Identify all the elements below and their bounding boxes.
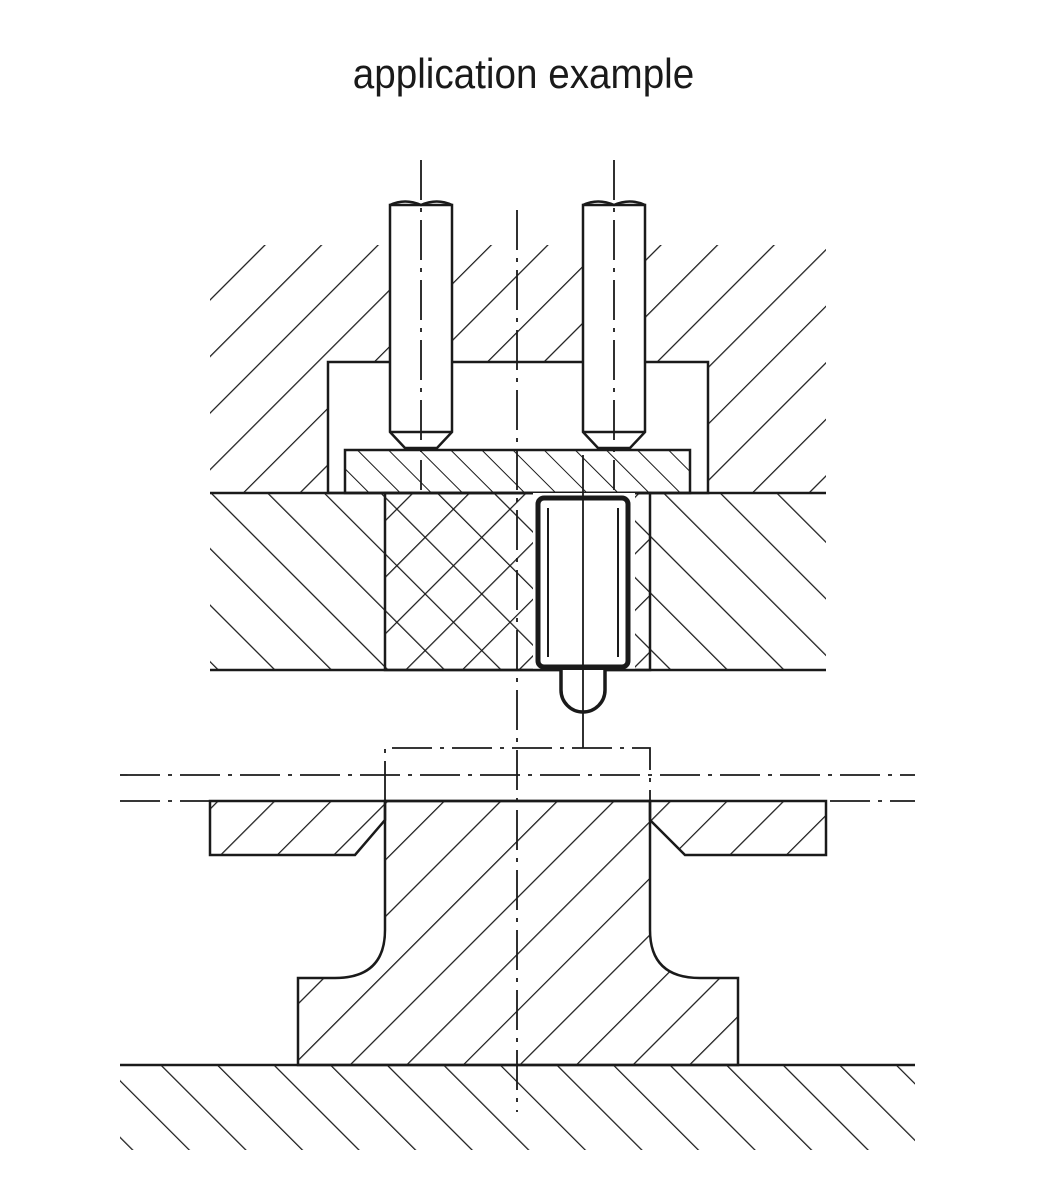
ejector-pin-right: [581, 200, 647, 450]
stripper-right: [648, 799, 828, 857]
center-lines: [120, 160, 915, 1112]
ejector-pin-left: [388, 200, 454, 450]
middle-plate: [210, 491, 826, 672]
drawing-title: application example: [352, 50, 695, 97]
stripper-left: [208, 799, 387, 857]
